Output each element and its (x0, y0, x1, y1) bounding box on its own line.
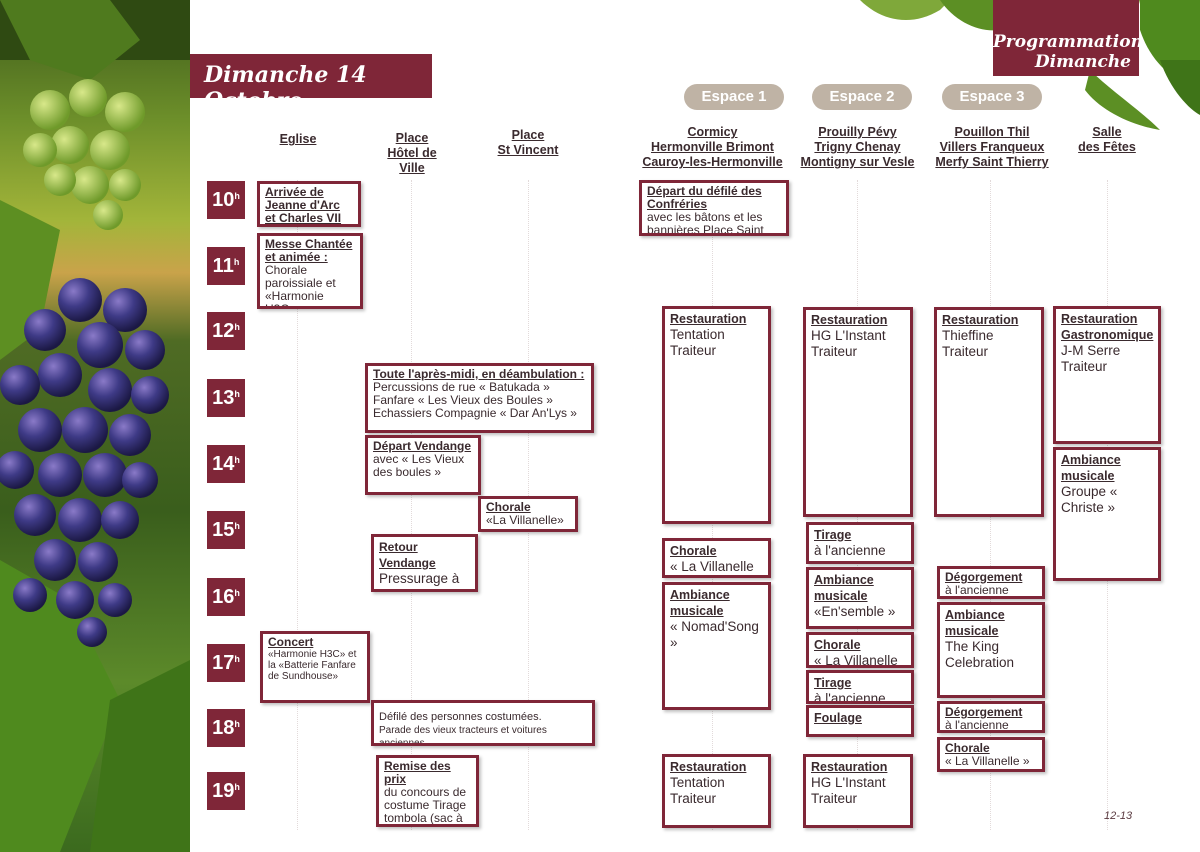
day-title: Dimanche 14 Octobre (190, 54, 432, 114)
event-e2-foulage: Foulage (806, 705, 914, 737)
hour-marker-19: 19h (207, 772, 245, 810)
event-e3-chorale: Chorale « La Villanelle » (937, 737, 1045, 772)
event-deambulation: Toute l'après-midi, en déambulation : Pe… (365, 363, 594, 433)
event-e3-restauration: Restauration Thieffine Traiteur (934, 307, 1044, 517)
event-e2-chorale: Chorale « La Villanelle » (806, 632, 914, 668)
event-e3-degorgement-2: Dégorgement à l'ancienne (937, 701, 1045, 733)
event-e1-restauration: Restauration Tentation Traiteur (662, 306, 771, 524)
column-guide (297, 180, 298, 830)
event-chorale-st-vincent: Chorale «La Villanelle» (478, 496, 578, 532)
event-sf-ambiance: Ambiance musicale Groupe « Christe » (1053, 447, 1161, 581)
hour-marker-10: 10h (207, 181, 245, 219)
section-title-line2: Dimanche (1034, 52, 1131, 72)
hour-marker-13: 13h (207, 379, 245, 417)
grape-photo (0, 0, 190, 852)
hour-marker-17: 17h (207, 644, 245, 682)
page-number: 12-13 (1104, 810, 1133, 822)
event-e3-ambiance: Ambiance musicale The King Celebration (937, 602, 1045, 698)
column-guide (411, 180, 412, 830)
event-remise-prix: Remise des prix du concours de costume T… (376, 755, 479, 827)
event-e2-ambiance: Ambiance musicale «En'semble » (806, 567, 914, 629)
event-e2-restauration-soir: Restauration HG L'Instant Traiteur (803, 754, 913, 828)
event-e2-tirage: Tirage à l'ancienne (806, 522, 914, 564)
event-depart-defile: Départ du défilé des Confréries avec les… (639, 180, 789, 236)
event-e2-restauration: Restauration HG L'Instant Traiteur (803, 307, 913, 517)
event-defile-costume: Défilé des personnes costumées. Parade d… (371, 700, 595, 746)
event-e1-ambiance: Ambiance musicale « Nomad'Song » (662, 582, 771, 710)
section-title: Programmation Dimanche (993, 0, 1143, 76)
hour-marker-15: 15h (207, 511, 245, 549)
event-retour-vendange: Retour Vendange Pressurage à l'ancienne (371, 534, 478, 592)
event-arrivee-jeanne: Arrivée de Jeanne d'Arc et Charles VII (257, 181, 361, 227)
hour-marker-11: 11h (207, 247, 245, 285)
event-e3-degorgement: Dégorgement à l'ancienne (937, 566, 1045, 599)
event-depart-vendange: Départ Vendange avec « Les Vieux des bou… (365, 435, 481, 495)
hour-marker-12: 12h (207, 312, 245, 350)
event-concert: Concert «Harmonie H3C» et la «Batterie F… (260, 631, 370, 703)
event-sf-restauration: Restauration Gastronomique J-M Serre Tra… (1053, 306, 1161, 444)
event-e1-restauration-soir: Restauration Tentation Traiteur (662, 754, 771, 828)
column-header-eglise: Eglise (279, 132, 317, 146)
section-title-line1: Programmation (993, 32, 1143, 52)
event-e2-tirage-2: Tirage à l'ancienne (806, 670, 914, 704)
espace-2-pill: Espace 2 (812, 84, 912, 110)
espace-1-pill: Espace 1 (684, 84, 784, 110)
hour-marker-16: 16h (207, 578, 245, 616)
event-messe-chantee: Messe Chantée et animée : Chorale parois… (257, 233, 363, 309)
hour-marker-14: 14h (207, 445, 245, 483)
espace-3-pill: Espace 3 (942, 84, 1042, 110)
hour-marker-18: 18h (207, 709, 245, 747)
event-e1-chorale: Chorale « La Villanelle » (662, 538, 771, 578)
